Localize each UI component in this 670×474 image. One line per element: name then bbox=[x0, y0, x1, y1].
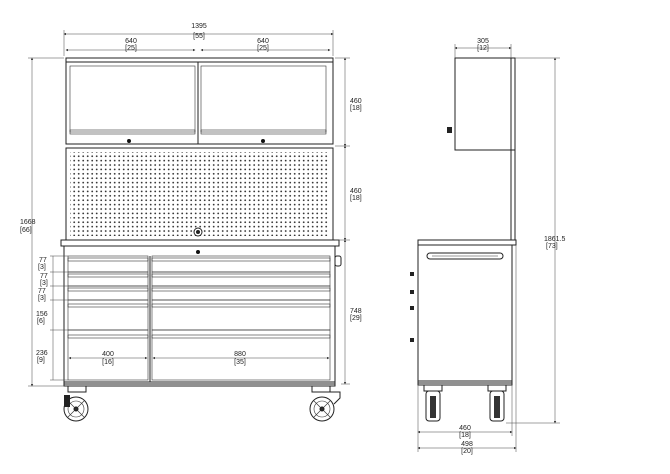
dim-hutch-right-mm: 640 bbox=[257, 38, 269, 45]
dim-hutch-height-mm: 460 bbox=[350, 98, 362, 105]
dim-chest-depth-in: [18] bbox=[459, 432, 471, 439]
dim-right-drawer-width-mm: 880 bbox=[234, 351, 246, 358]
dim-hutch-height-in: [18] bbox=[350, 105, 362, 112]
dim-total-height-mm: 1861.5 bbox=[544, 236, 566, 243]
dim-drawer-1-mm: 77 bbox=[39, 257, 47, 264]
side-view: 305 [12] 1861.5 [73] 460 [18] 498 [20] bbox=[410, 38, 566, 455]
dim-hutch-left-mm: 640 bbox=[125, 38, 137, 45]
dim-right-drawer-width-in: [35] bbox=[234, 359, 246, 366]
dim-drawer-5-in: [9] bbox=[37, 357, 45, 364]
dim-drawer-3-mm: 77 bbox=[38, 288, 46, 295]
front-right-caster bbox=[309, 385, 341, 422]
dim-pegboard-height-in: [18] bbox=[350, 195, 362, 202]
side-chest bbox=[417, 244, 513, 384]
pegboard bbox=[65, 147, 334, 241]
side-right-caster bbox=[487, 384, 507, 422]
hutch-right-lock bbox=[261, 139, 265, 143]
left-drawer-stack bbox=[67, 255, 149, 381]
dim-hutch-right-in: [25] bbox=[257, 45, 269, 52]
dim-drawer-1-in: [3] bbox=[38, 264, 46, 271]
dim-hutch-depth-mm: 305 bbox=[477, 38, 489, 45]
dim-drawer-4-mm: 156 bbox=[36, 311, 48, 318]
dim-overall-width-mm: 1395 bbox=[191, 23, 207, 30]
dim-drawer-4-in: [6] bbox=[37, 318, 45, 325]
dim-overall-height-in: [66] bbox=[20, 227, 32, 234]
dim-hutch-depth-in: [12] bbox=[477, 45, 489, 52]
dim-chest-height-mm: 748 bbox=[350, 308, 362, 315]
dim-chest-height-in: [29] bbox=[350, 315, 362, 322]
side-left-caster bbox=[423, 384, 443, 422]
worktop bbox=[60, 239, 340, 247]
side-hutch bbox=[454, 57, 512, 151]
dim-chest-depth-mm: 460 bbox=[459, 425, 471, 432]
front-left-caster bbox=[63, 385, 89, 422]
dim-left-drawer-width-mm: 400 bbox=[102, 351, 114, 358]
dim-drawer-3-in: [3] bbox=[38, 295, 46, 302]
dim-overall-depth-in: [20] bbox=[461, 448, 473, 455]
dim-overall-height-mm: 1668 bbox=[20, 219, 36, 226]
front-view: 1395 [55] 640 [25] 640 [25] 460 [18] 460… bbox=[20, 23, 362, 422]
hutch-cabinet bbox=[65, 57, 334, 145]
dim-overall-width-in: [55] bbox=[193, 33, 205, 40]
dim-left-drawer-width-in: [16] bbox=[102, 359, 114, 366]
dim-overall-depth-mm: 498 bbox=[461, 441, 473, 448]
dim-pegboard-height-mm: 460 bbox=[350, 188, 362, 195]
dim-total-height-in: [73] bbox=[546, 243, 558, 250]
hutch-left-lock bbox=[127, 139, 131, 143]
dim-drawer-2-mm: 77 bbox=[40, 273, 48, 280]
tool-chest-body bbox=[63, 245, 342, 387]
dim-drawer-2-in: [3] bbox=[40, 280, 48, 287]
right-drawer-stack bbox=[151, 255, 331, 381]
dim-drawer-5-mm: 236 bbox=[36, 350, 48, 357]
dim-hutch-left-in: [25] bbox=[125, 45, 137, 52]
